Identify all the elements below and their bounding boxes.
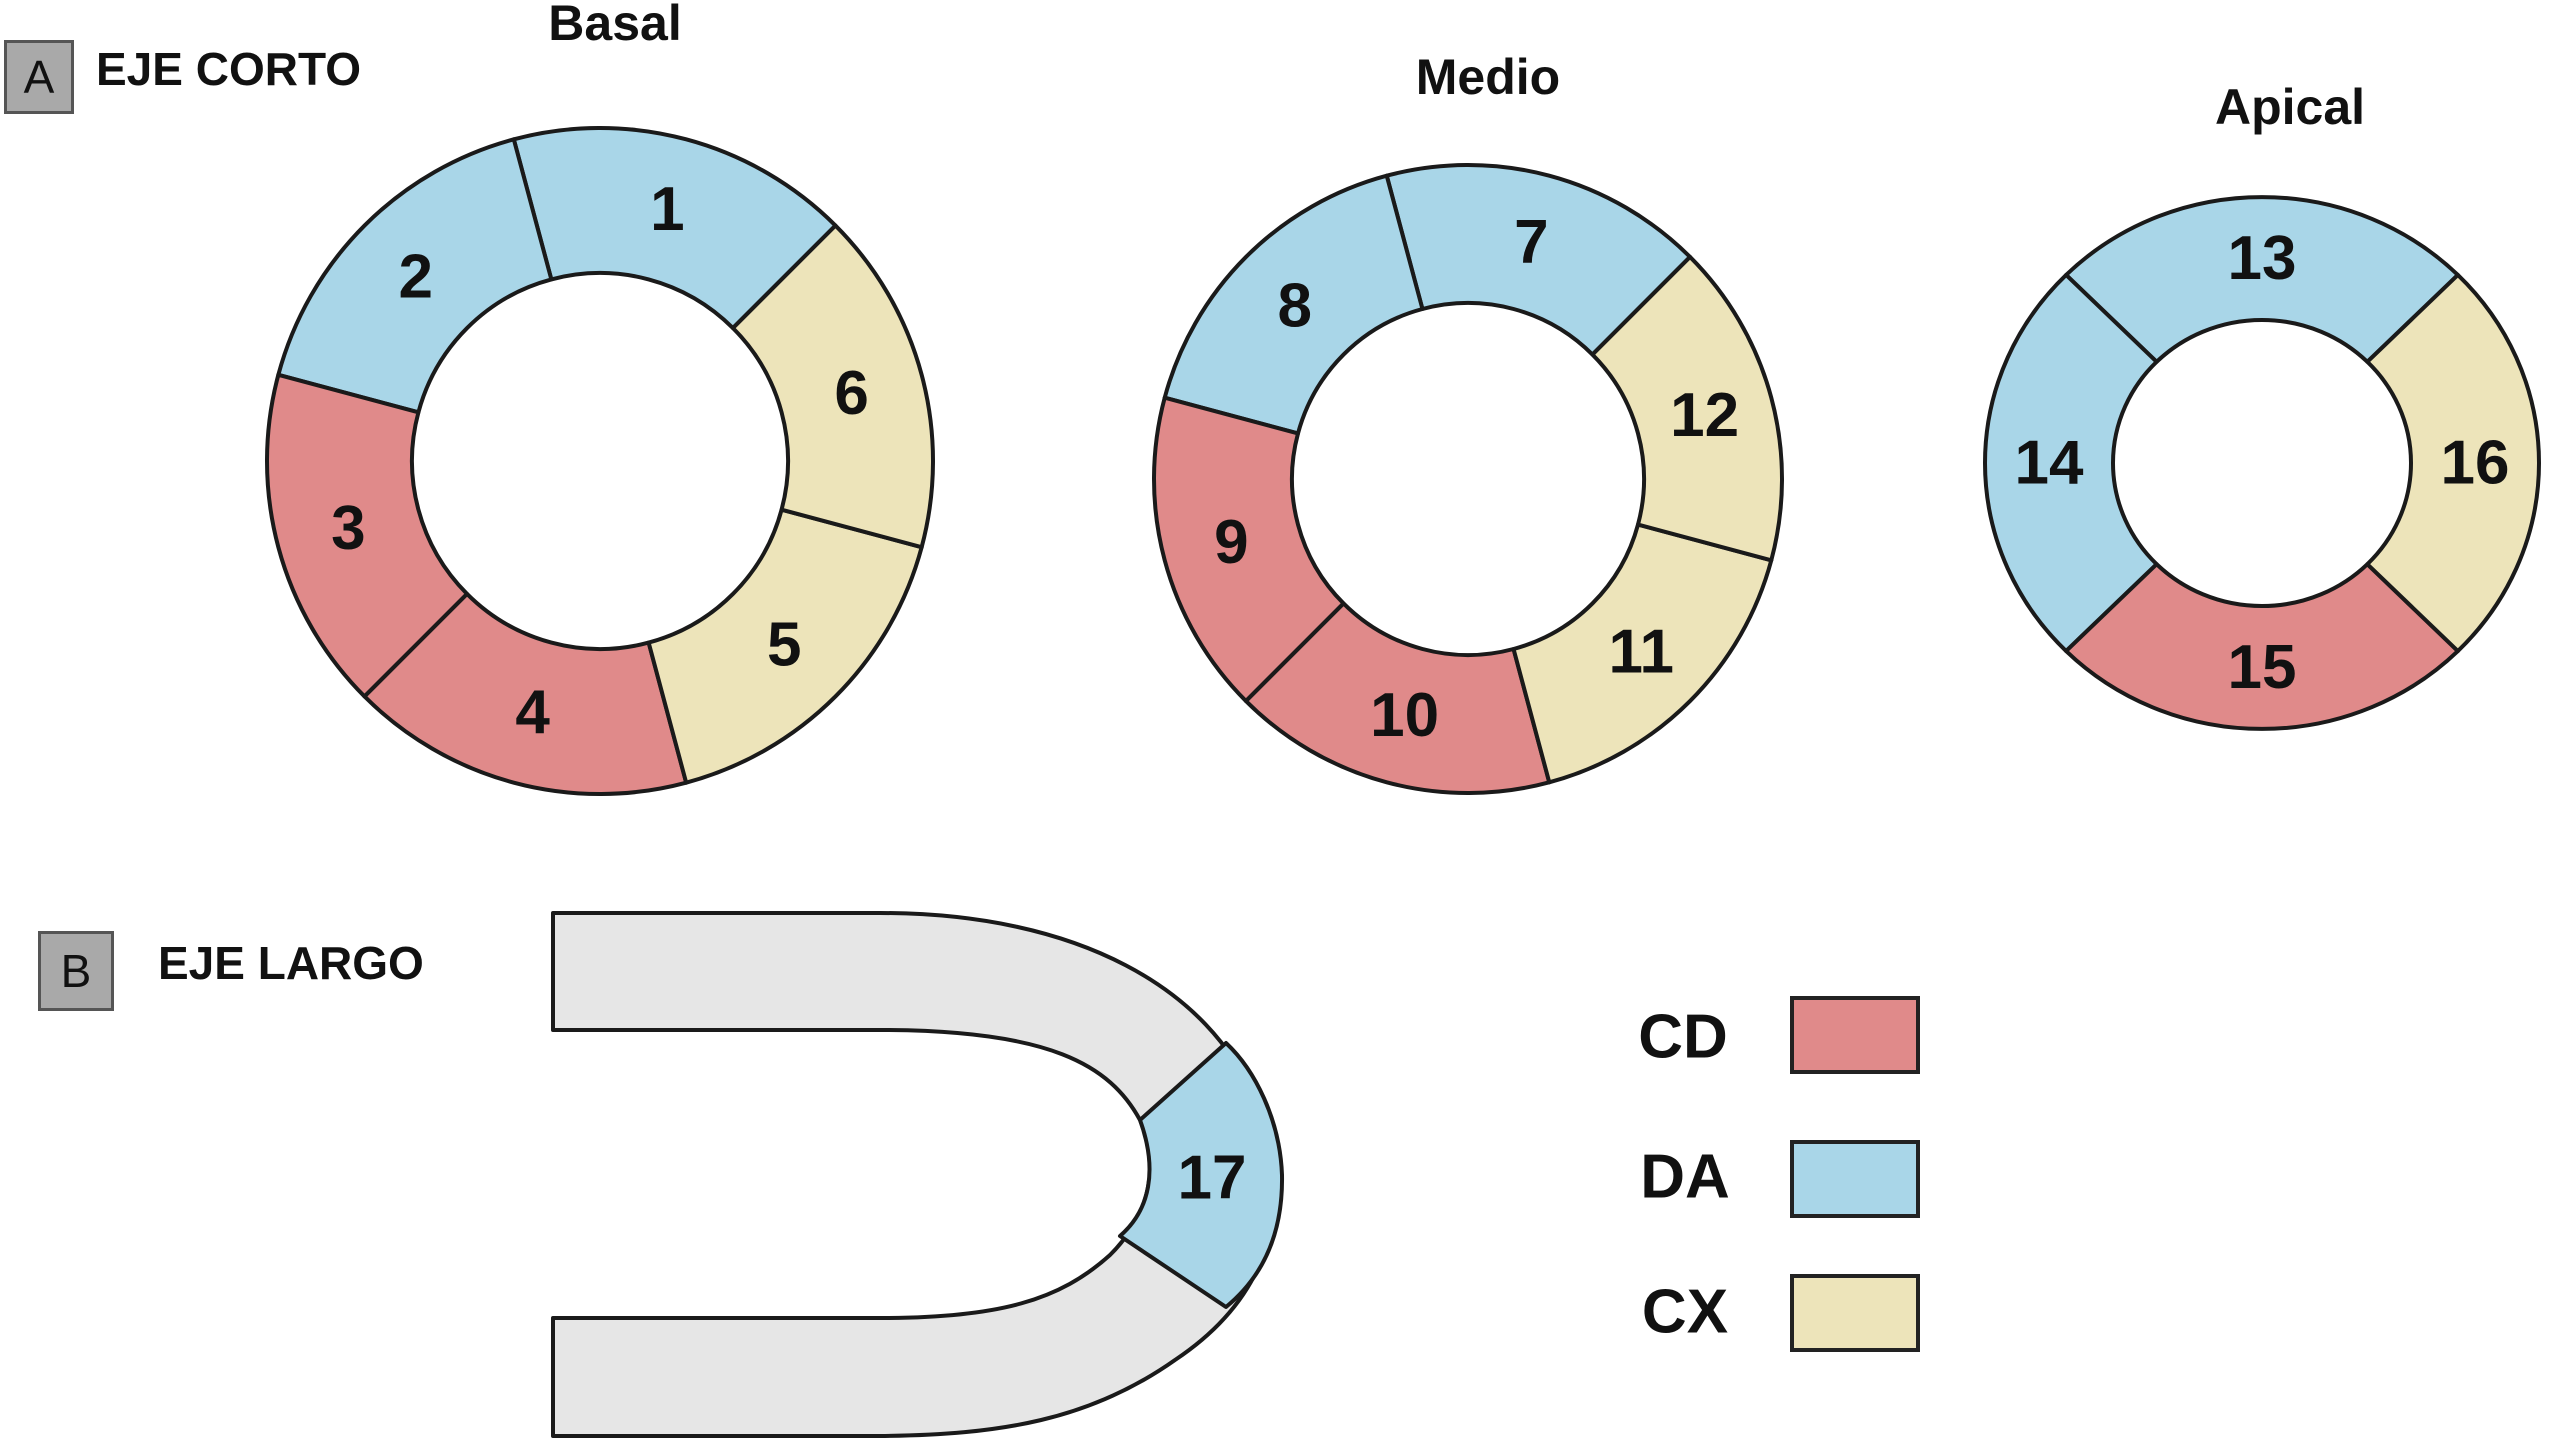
segment-12 bbox=[1590, 254, 1784, 563]
segment-label-7: 7 bbox=[1514, 208, 1548, 277]
legend-label-cx: CX bbox=[1641, 1277, 1729, 1347]
panel-a-letter-box: A bbox=[4, 40, 74, 114]
segment-label-12: 12 bbox=[1670, 381, 1739, 450]
segment-1 bbox=[511, 126, 838, 331]
segment-5 bbox=[646, 507, 924, 785]
segment-label-4: 4 bbox=[515, 678, 550, 747]
segment-16 bbox=[2365, 272, 2542, 654]
segment-8 bbox=[1162, 173, 1425, 436]
segment-label-14: 14 bbox=[2015, 429, 2084, 498]
segment-10 bbox=[1243, 601, 1552, 795]
panel-b-letter-box: B bbox=[38, 931, 114, 1011]
segment-13 bbox=[2064, 195, 2460, 364]
segment-label-2: 2 bbox=[399, 242, 433, 311]
panel-b-letter: B bbox=[60, 945, 92, 997]
segment-label-16: 16 bbox=[2441, 429, 2510, 498]
ring-title-basal: Basal bbox=[548, 0, 682, 51]
legend-swatch-cd bbox=[1790, 996, 1920, 1074]
panel-a-letter: A bbox=[23, 51, 55, 103]
segment-label-6: 6 bbox=[834, 359, 868, 428]
ring-apical: 13 14 15 16 bbox=[1982, 195, 2542, 731]
segment-label-9: 9 bbox=[1214, 508, 1248, 577]
segment-9 bbox=[1152, 395, 1346, 704]
segment-label-10: 10 bbox=[1370, 681, 1439, 750]
segment-3 bbox=[265, 372, 470, 699]
segment-15 bbox=[2064, 562, 2460, 731]
segment-4 bbox=[362, 591, 689, 796]
segment-label-15: 15 bbox=[2228, 633, 2297, 702]
ring-title-medio: Medio bbox=[1415, 49, 1561, 105]
legend-swatch-cx bbox=[1790, 1274, 1920, 1352]
panel-b-title: EJE LARGO bbox=[158, 937, 424, 989]
segment-14 bbox=[1982, 272, 2159, 654]
segment-label-3: 3 bbox=[331, 494, 365, 563]
segment-label-13: 13 bbox=[2228, 224, 2297, 293]
legend-swatch-da bbox=[1790, 1140, 1920, 1218]
segment-label-5: 5 bbox=[767, 611, 801, 680]
segment-label-11: 11 bbox=[1608, 618, 1674, 687]
segment-label-1: 1 bbox=[650, 175, 684, 244]
panel-a-title: EJE CORTO bbox=[96, 43, 361, 95]
segment-11 bbox=[1511, 522, 1774, 785]
segment-label-8: 8 bbox=[1278, 271, 1312, 340]
segment-2 bbox=[276, 137, 554, 415]
ring-medio: 7 8 9 10 11 12 bbox=[1152, 163, 1784, 795]
legend-label-da: DA bbox=[1640, 1142, 1730, 1212]
segment-7 bbox=[1384, 163, 1693, 357]
segment-label-17: 17 bbox=[1178, 1144, 1247, 1213]
ring-title-apical: Apical bbox=[2214, 79, 2366, 135]
ring-basal: 1 2 3 4 5 6 bbox=[265, 126, 935, 796]
legend-label-cd: CD bbox=[1638, 1002, 1728, 1072]
segment-17 bbox=[1118, 1041, 1285, 1309]
long-axis-shape: 17 bbox=[551, 911, 1285, 1438]
segment-6 bbox=[730, 223, 935, 550]
